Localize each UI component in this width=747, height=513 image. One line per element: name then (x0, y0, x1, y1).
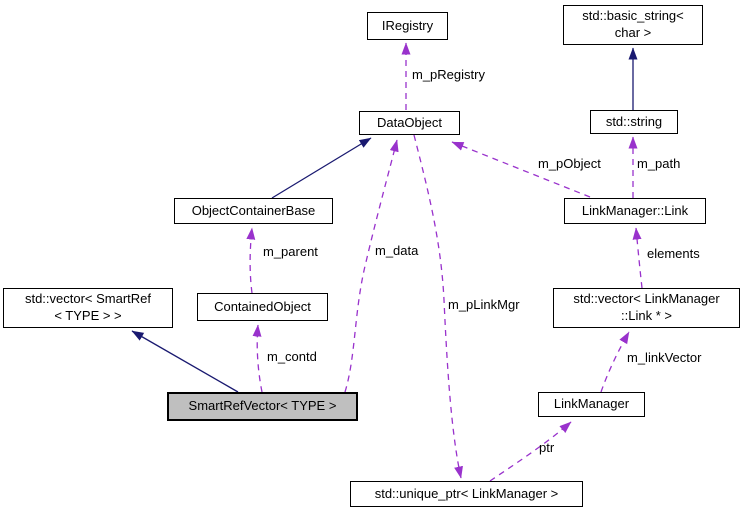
edge-label-m-parent: m_parent (263, 244, 318, 259)
node-std-string[interactable]: std::string (590, 110, 678, 134)
node-std-vector-linkmanager-link[interactable]: std::vector< LinkManager ::Link * > (553, 288, 740, 328)
edge-label-ptr: ptr (539, 440, 555, 455)
node-iregistry[interactable]: IRegistry (367, 12, 448, 40)
edge-m-pobject (451, 141, 591, 198)
edge-m-linkvector (600, 331, 630, 393)
edge-ptr (489, 421, 572, 482)
edge-label-elements: elements (647, 246, 700, 261)
node-std-basic-string[interactable]: std::basic_string< char > (563, 5, 703, 45)
node-std-vector-smartref[interactable]: std::vector< SmartRef < TYPE > > (3, 288, 173, 328)
edge-m-plinkmgr (413, 134, 463, 479)
edge-label-m-contd: m_contd (267, 349, 317, 364)
edge-elements (632, 227, 643, 289)
edge-label-m-linkvector: m_linkVector (627, 350, 702, 365)
node-smartrefvector-current[interactable]: SmartRefVector< TYPE > (167, 392, 358, 421)
edge-label-m-plinkmgr: m_pLinkMgr (448, 297, 520, 312)
edge-label-m-path: m_path (637, 156, 681, 171)
edge-label-m-data: m_data (375, 243, 419, 258)
node-dataobject[interactable]: DataObject (359, 111, 460, 135)
node-objectcontainerbase[interactable]: ObjectContainerBase (174, 198, 333, 224)
edge-label-m-pregistry: m_pRegistry (412, 67, 485, 82)
edge-m-contd (252, 324, 263, 393)
node-linkmanager[interactable]: LinkManager (538, 392, 645, 417)
node-containedobject[interactable]: ContainedObject (197, 293, 328, 321)
edge-inheritance-objectcontainerbase-dataobject (271, 137, 372, 199)
edge-inheritance-smartrefvector-vectorsmartref (131, 330, 239, 393)
edge-m-parent (246, 227, 256, 294)
node-linkmanager-link[interactable]: LinkManager::Link (564, 198, 706, 224)
edge-m-data (344, 139, 399, 393)
edge-label-m-pobject: m_pObject (538, 156, 601, 171)
node-std-unique-ptr-linkmanager[interactable]: std::unique_ptr< LinkManager > (350, 481, 583, 507)
